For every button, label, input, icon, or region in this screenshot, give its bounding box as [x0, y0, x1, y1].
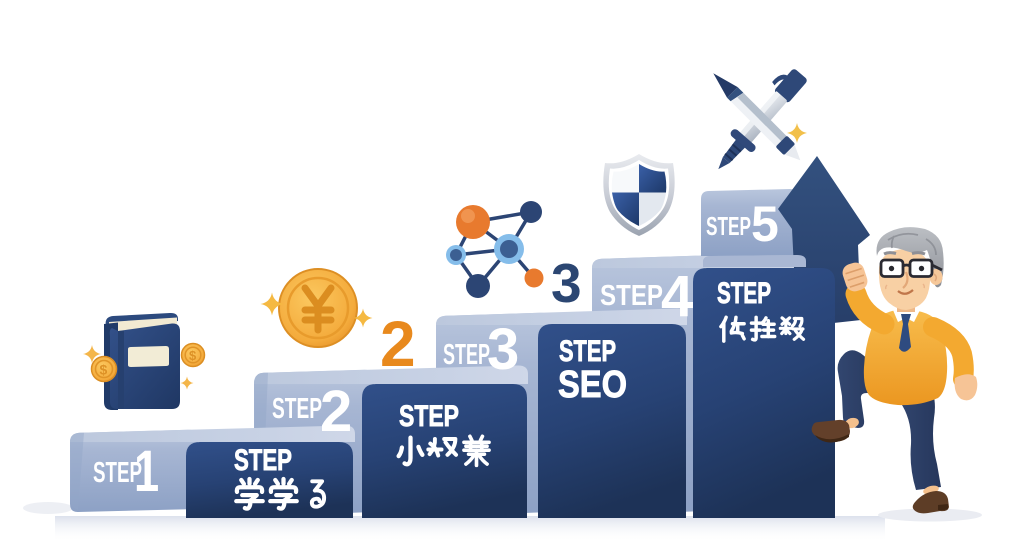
svg-text:$: $ [100, 362, 108, 378]
svg-text:STEP: STEP [706, 211, 751, 241]
svg-text:2: 2 [320, 379, 352, 444]
svg-text:STEP: STEP [399, 400, 459, 433]
svg-text:STEP: STEP [272, 393, 322, 425]
svg-text:$: $ [189, 348, 197, 363]
svg-text:5: 5 [751, 196, 779, 252]
svg-text:STEP: STEP [234, 444, 292, 477]
svg-text:STEP: STEP [600, 280, 663, 312]
svg-text:2: 2 [380, 308, 416, 380]
svg-text:STEP: STEP [559, 335, 616, 368]
svg-text:1: 1 [134, 440, 159, 505]
svg-text:3: 3 [487, 317, 519, 382]
svg-text:STEP: STEP [93, 457, 142, 489]
svg-text:STEP: STEP [717, 277, 771, 310]
svg-text:3: 3 [551, 252, 582, 314]
svg-text:4: 4 [661, 264, 693, 329]
svg-text:SEO: SEO [558, 364, 627, 406]
svg-text:STEP: STEP [443, 339, 490, 371]
